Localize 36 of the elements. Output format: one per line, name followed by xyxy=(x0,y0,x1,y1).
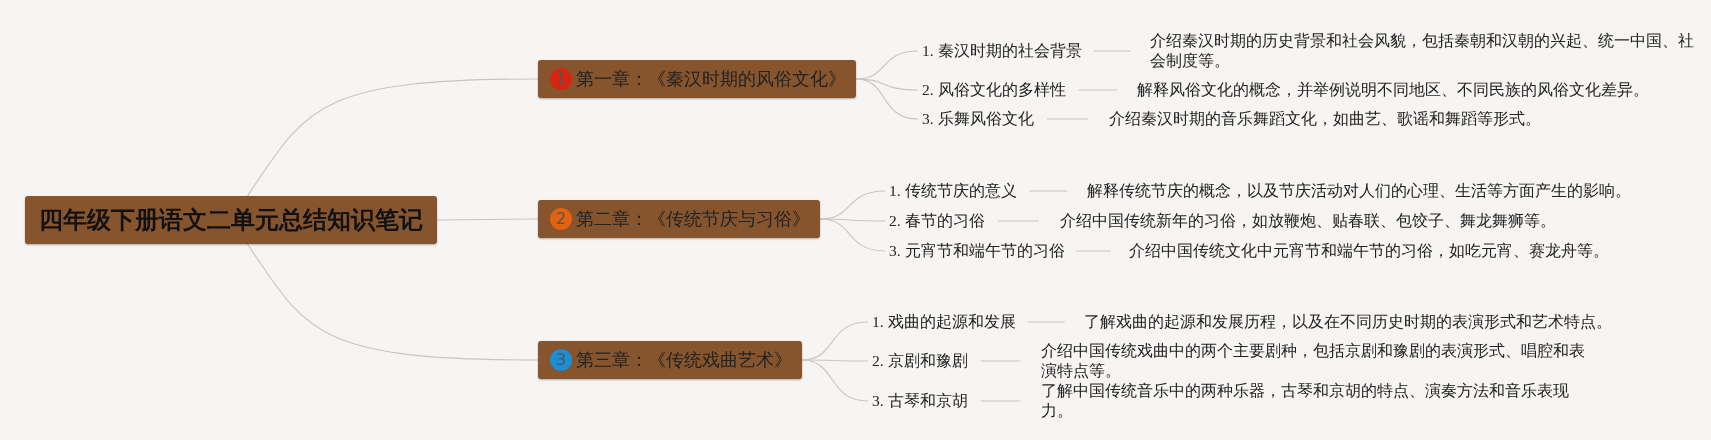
description-text: 了解中国传统音乐中的两种乐器，古琴和京胡的特点、演奏方法和音乐表现力。 xyxy=(1041,381,1590,421)
topic-text: 1. 秦汉时期的社会背景 xyxy=(922,40,1082,62)
description-text: 解释风俗文化的概念，并举例说明不同地区、不同民族的风俗文化差异。 xyxy=(1137,80,1686,100)
connector-line xyxy=(855,78,919,91)
connector-line xyxy=(246,78,539,197)
connector-line xyxy=(855,78,919,120)
topic-text: 3. 古琴和京胡 xyxy=(872,390,968,412)
topic-text: 3. 元宵节和端午节的习俗 xyxy=(889,240,1065,262)
description-text: 介绍中国传统文化中元宵节和端午节的习俗，如吃元宵、赛龙舟等。 xyxy=(1129,241,1678,261)
description-text: 介绍中国传统戏曲中的两个主要剧种，包括京剧和豫剧的表演形式、唱腔和表演特点等。 xyxy=(1041,341,1590,381)
number-badge: 1 xyxy=(550,68,572,90)
number-badge: 2 xyxy=(550,208,572,230)
description-text: 介绍中国传统新年的习俗，如放鞭炮、贴春联、包饺子、舞龙舞狮等。 xyxy=(1060,211,1609,231)
description-text: 介绍秦汉时期的音乐舞蹈文化，如曲艺、歌谣和舞蹈等形式。 xyxy=(1109,109,1658,129)
description-text: 了解戏曲的起源和发展历程，以及在不同历史时期的表演形式和艺术特点。 xyxy=(1084,312,1633,332)
description-text: 解释传统节庆的概念，以及节庆活动对人们的心理、生活等方面产生的影响。 xyxy=(1087,181,1636,201)
topic-text: 1. 传统节庆的意义 xyxy=(889,180,1017,202)
root-box: 四年级下册语文二单元总结知识笔记 xyxy=(25,196,437,244)
connector-line xyxy=(801,359,869,402)
chapter-title: 第一章：《秦汉时期的风俗文化》 xyxy=(576,68,846,91)
topic-text: 2. 春节的习俗 xyxy=(889,210,985,232)
connector-line xyxy=(819,218,886,252)
chapter-box xyxy=(538,60,856,98)
topic-text: 2. 风俗文化的多样性 xyxy=(922,79,1066,101)
description-text: 介绍秦汉时期的历史背景和社会风貌，包括秦朝和汉朝的兴起、统一中国、社会制度等。 xyxy=(1150,31,1699,71)
topic-text: 2. 京剧和豫剧 xyxy=(872,350,968,372)
chapter-title: 第二章：《传统节庆与习俗》 xyxy=(576,208,810,231)
number-badge: 3 xyxy=(550,349,572,371)
chapter-box xyxy=(538,341,802,379)
chapter-box xyxy=(538,200,820,238)
chapter-title: 第三章：《传统戏曲艺术》 xyxy=(576,349,792,372)
topic-text: 1. 戏曲的起源和发展 xyxy=(872,311,1016,333)
topic-text: 3. 乐舞风俗文化 xyxy=(922,108,1034,130)
connector-line xyxy=(801,359,869,362)
connector-line xyxy=(246,243,539,361)
connector-line xyxy=(436,218,539,221)
